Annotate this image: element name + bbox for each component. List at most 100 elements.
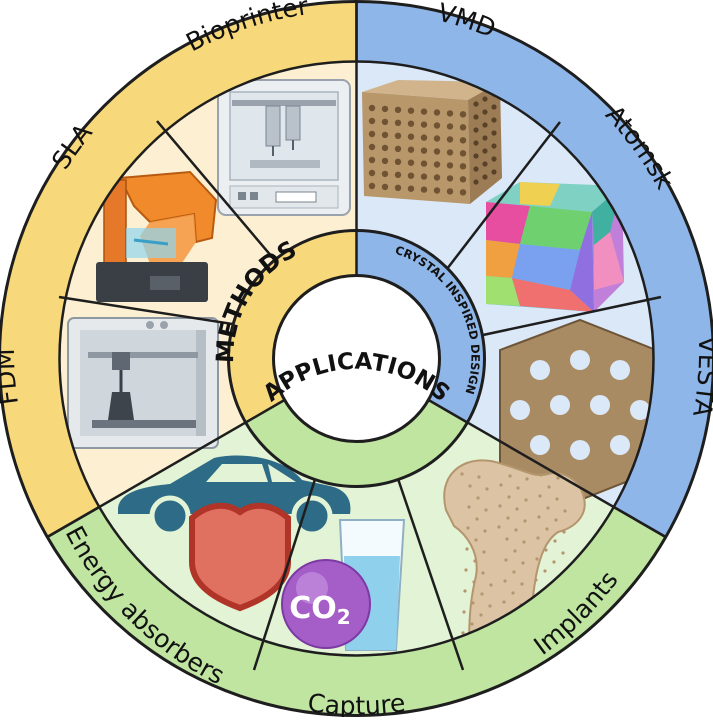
vmd-bead <box>447 175 453 181</box>
femur-pore <box>488 604 491 607</box>
femur-pore <box>554 518 557 521</box>
vmd-bead <box>421 134 427 140</box>
femur-pore <box>471 601 474 604</box>
femur-pore <box>465 547 468 550</box>
vmd-bead <box>369 105 375 111</box>
femur-pore <box>538 494 541 497</box>
femur-pore <box>464 568 467 571</box>
bead-lattice-cube-icon <box>362 80 502 204</box>
vmd-bead <box>382 184 388 190</box>
vesta-pore <box>550 395 570 415</box>
femur-pore <box>462 610 465 613</box>
vmd-bead <box>447 136 453 142</box>
vesta-pore <box>570 440 590 460</box>
vmd-bead <box>491 169 496 174</box>
femur-pore <box>516 486 519 489</box>
femur-pore <box>544 548 547 551</box>
vmd-bead <box>434 161 440 167</box>
femur-pore <box>522 540 525 543</box>
femur-pore <box>467 505 470 508</box>
vmd-bead <box>473 114 478 119</box>
vmd-bead <box>395 185 401 191</box>
femur-pore <box>466 526 469 529</box>
vmd-bead <box>482 174 487 179</box>
femur-pore <box>473 559 476 562</box>
femur-pore <box>498 504 501 507</box>
femur-pore <box>499 483 502 486</box>
vmd-bead <box>460 137 466 143</box>
vmd-bead <box>482 109 487 114</box>
vmd-bead <box>382 171 388 177</box>
femur-pore <box>474 538 477 541</box>
vmd-bead <box>447 110 453 116</box>
vmd-bead <box>447 123 453 129</box>
femur-pore <box>503 579 506 582</box>
vmd-bead <box>482 96 487 101</box>
vesta-pore <box>570 350 590 370</box>
femur-pore <box>514 528 517 531</box>
femur-pore <box>489 583 492 586</box>
vmd-bead <box>421 147 427 153</box>
femur-pore <box>502 600 505 603</box>
vmd-bead <box>395 172 401 178</box>
vmd-bead <box>408 121 414 127</box>
femur-pore <box>472 580 475 583</box>
femur-pore <box>508 474 511 477</box>
vmd-bead <box>408 147 414 153</box>
femur-pore <box>520 582 523 585</box>
vmd-bead <box>421 108 427 114</box>
femur-pore <box>463 589 466 592</box>
vmd-bead <box>408 160 414 166</box>
vmd-bead <box>447 149 453 155</box>
vmd-bead <box>434 187 440 193</box>
femur-pore <box>482 550 485 553</box>
femur-pore <box>470 622 473 625</box>
femur-pore <box>534 578 537 581</box>
vmd-bead <box>382 132 388 138</box>
co2-text: CO <box>289 591 337 626</box>
vesta-pore <box>610 360 630 380</box>
femur-pore <box>511 591 514 594</box>
femur-pore <box>525 477 528 480</box>
vmd-bead <box>382 119 388 125</box>
femur-pore <box>504 558 507 561</box>
femur-pore <box>552 560 555 563</box>
vmd-bead <box>460 163 466 169</box>
vmd-bead <box>473 153 478 158</box>
femur-pore <box>524 498 527 501</box>
femur-pore <box>547 485 550 488</box>
vesta-pore <box>590 395 610 415</box>
femur-pore <box>561 551 564 554</box>
femur-pore <box>523 519 526 522</box>
vmd-bead <box>395 107 401 113</box>
vmd-bead <box>395 133 401 139</box>
vesta-pore <box>530 435 550 455</box>
femur-pore <box>484 508 487 511</box>
vmd-bead <box>473 179 478 184</box>
vmd-bead <box>408 134 414 140</box>
vmd-bead <box>491 130 496 135</box>
femur-pore <box>505 537 508 540</box>
femur-pore <box>536 536 539 539</box>
vmd-bead <box>473 166 478 171</box>
femur-pore <box>460 472 463 475</box>
label-capture: Capture <box>306 688 407 717</box>
vmd-bead <box>434 122 440 128</box>
femur-pore <box>555 497 558 500</box>
femur-pore <box>506 516 509 519</box>
femur-pore <box>497 525 500 528</box>
vmd-bead <box>369 157 375 163</box>
vmd-bead <box>491 143 496 148</box>
vmd-bead <box>421 160 427 166</box>
femur-pore <box>537 515 540 518</box>
vmd-bead <box>382 106 388 112</box>
vmd-bead <box>491 117 496 122</box>
vmd-bead <box>369 170 375 176</box>
vmd-bead <box>369 183 375 189</box>
sla-printer-icon <box>96 172 216 302</box>
bioprinter-icon <box>218 80 350 215</box>
vmd-bead <box>447 162 453 168</box>
femur-pore <box>481 571 484 574</box>
vmd-bead <box>395 146 401 152</box>
